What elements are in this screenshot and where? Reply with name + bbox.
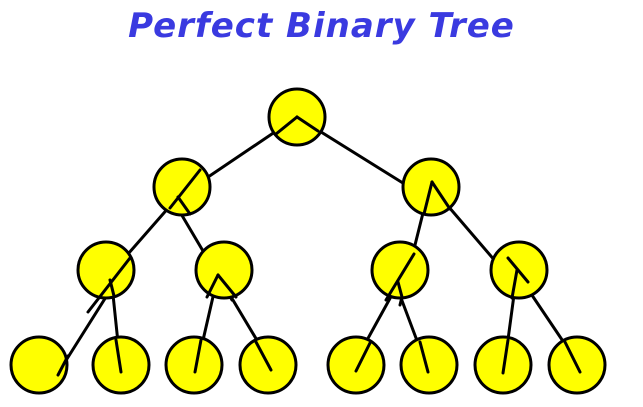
- edge-l2b-overlay: [205, 273, 220, 299]
- edge-leaf-overlay: [254, 340, 273, 372]
- tree-node-leaf: [326, 335, 386, 395]
- edge-l2a-overlay: [86, 256, 132, 314]
- edge-l2d-overlay: [510, 268, 519, 300]
- edge-l1a-overlay: [176, 195, 192, 216]
- tree-node-level2: [194, 240, 254, 300]
- tree-edge-overlays: [56, 115, 582, 377]
- edge-leaf-overlay: [193, 338, 203, 374]
- tree-node-leaf: [399, 335, 459, 395]
- edge-leaf-overlay: [418, 340, 430, 374]
- edge-leaf-overlay: [501, 338, 510, 375]
- tree-node-level1: [152, 157, 212, 217]
- edge-leaf-overlay: [56, 354, 70, 377]
- edge-l2b-overlay: [216, 273, 238, 299]
- tree-node-level2: [76, 240, 136, 300]
- edge-l2c-overlay: [384, 252, 416, 302]
- edge-l2c-overlay: [396, 280, 404, 299]
- page-title: Perfect Binary Tree: [128, 6, 515, 46]
- edge-l2a-overlay: [108, 278, 116, 298]
- edge-root-overlay: [295, 115, 320, 133]
- edge-l1b-overlay: [430, 180, 452, 211]
- edge-leaf-overlay: [114, 338, 123, 374]
- edge-l1b-overlay: [422, 180, 434, 216]
- tree-edges: [63, 115, 579, 364]
- tree-node-leaf: [164, 335, 224, 395]
- edge-l1a-overlay: [168, 168, 202, 210]
- edge-root-overlay: [274, 115, 299, 136]
- edge-leaf-overlay: [354, 341, 372, 373]
- edge-leaf-overlay: [563, 340, 582, 374]
- tree-node-leaf: [9, 335, 69, 395]
- tree-nodes: [9, 87, 607, 395]
